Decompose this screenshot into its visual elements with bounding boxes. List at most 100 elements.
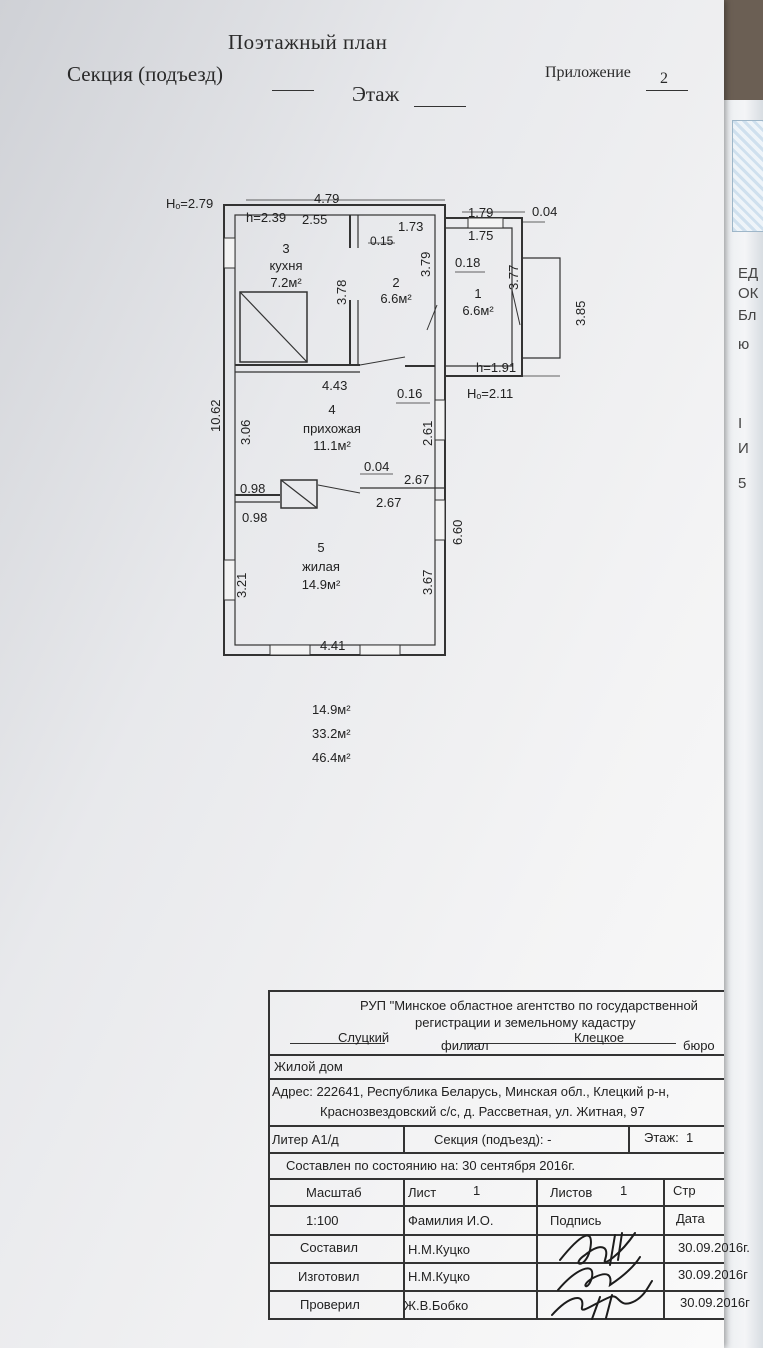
area-total: 46.4м² <box>312 750 351 765</box>
dim-label: 3.77 <box>506 265 521 290</box>
room-area: 14.9м² <box>302 577 341 592</box>
dim-label: 1.73 <box>398 219 423 234</box>
title-block: РУП "Минское областное агентство по госу… <box>268 990 750 1320</box>
dim-label: 2.67 <box>376 495 401 510</box>
room-name: кухня <box>269 258 302 273</box>
floor-value: 1 <box>686 1130 694 1145</box>
col-signature: Подпись <box>550 1213 602 1228</box>
sheet-value: 1 <box>473 1183 481 1198</box>
appendix-label: Приложение <box>545 64 631 81</box>
edge-text: ЕД <box>738 265 759 282</box>
row-role: Изготовил <box>298 1269 360 1284</box>
dim-label: 6.60 <box>450 520 465 545</box>
room-number: 3 <box>282 241 289 256</box>
dim-label: 1.79 <box>468 205 493 220</box>
room-name: прихожая <box>303 421 361 436</box>
col-page: Стр <box>673 1183 696 1198</box>
room-area: 6.6м² <box>462 303 494 318</box>
room-number: 5 <box>317 540 324 555</box>
bureau-label: бюро <box>683 1038 715 1053</box>
area-living: 14.9м² <box>312 702 351 717</box>
ho-right-label: Hₒ=2.11 <box>467 386 513 401</box>
section-value: Секция (подъезд): - <box>434 1132 552 1147</box>
row-date: 30.09.2016г <box>680 1295 750 1310</box>
room-area: 7.2м² <box>270 275 302 290</box>
section-label: Секция (подъезд) <box>67 62 224 86</box>
room-name: жилая <box>302 559 340 574</box>
dim-label: 0.98 <box>240 481 265 496</box>
state-date: Составлен по состоянию на: 30 сентября 2… <box>286 1158 575 1173</box>
row-role: Составил <box>300 1240 358 1255</box>
ceiling-height-label: h=1.91 <box>476 360 516 375</box>
walls <box>223 199 561 656</box>
dim-label: 1.75 <box>468 228 493 243</box>
edge-text: 5 <box>738 475 747 492</box>
col-sheets: Листов <box>550 1185 593 1200</box>
dim-label: 2.67 <box>404 472 429 487</box>
area-totals: 14.9м² 33.2м² 46.4м² <box>312 698 351 770</box>
bureau-name: Клецкое <box>574 1030 625 1045</box>
edge-text: І <box>738 415 743 432</box>
object-type: Жилой дом <box>274 1059 343 1074</box>
col-date: Дата <box>676 1211 705 1226</box>
ho-left-label: Hₒ=2.79 <box>166 196 213 211</box>
dim-label: 0.16 <box>397 386 422 401</box>
row-name: Ж.В.Бобко <box>404 1298 469 1313</box>
dim-label: 0.15 <box>370 234 394 248</box>
room-area: 6.6м² <box>380 291 412 306</box>
branch-name: Слуцкий <box>338 1030 390 1045</box>
dim-label: 3.78 <box>334 280 349 305</box>
dim-label: 3.06 <box>238 420 253 445</box>
address-line2: Краснозвездовский с/с, д. Рассветная, ул… <box>320 1104 645 1119</box>
room-number: 2 <box>392 275 399 290</box>
dim-label: 10.62 <box>208 399 223 432</box>
floor-label: Этаж: <box>644 1130 679 1145</box>
dim-label: 0.04 <box>532 204 557 219</box>
sheets-value: 1 <box>620 1183 628 1198</box>
handwritten-signatures <box>551 1232 653 1320</box>
edge-text: И <box>738 440 749 457</box>
edge-text: Бл <box>738 307 757 324</box>
room-area: 11.1м² <box>313 438 351 453</box>
dim-label: 2.55 <box>302 212 327 227</box>
row-name: Н.М.Куцко <box>408 1269 471 1284</box>
row-role: Проверил <box>300 1297 360 1312</box>
scale-value: 1:100 <box>306 1213 339 1228</box>
row-date: 30.09.2016г. <box>678 1240 750 1255</box>
dim-label: 3.79 <box>418 252 433 277</box>
edge-text: ю <box>738 336 750 353</box>
org-name-line1: РУП "Минское областное агентство по госу… <box>360 998 698 1013</box>
dim-label: 3.85 <box>573 301 588 326</box>
floor-plan-drawing: Hₒ=2.79 4.79 h=2.39 2.55 1.73 0.15 1.79 … <box>166 191 588 656</box>
dim-label: 0.98 <box>242 510 267 525</box>
dim-label: 3.67 <box>420 570 435 595</box>
dim-label: 4.79 <box>314 191 339 206</box>
page-title: Поэтажный план <box>228 30 388 54</box>
org-name-line2: регистрации и земельному кадастру <box>415 1015 636 1030</box>
adjacent-document-edge: ЕД ОК Бл ю І И 5 <box>718 100 763 1348</box>
appendix-blank <box>646 90 688 91</box>
floor-label: Этаж <box>352 82 400 106</box>
section-blank <box>272 90 314 91</box>
col-scale: Масштаб <box>306 1185 362 1200</box>
liter: Литер А1/д <box>272 1132 339 1147</box>
dim-label: 4.43 <box>322 378 347 393</box>
row-name: Н.М.Куцко <box>408 1242 471 1257</box>
branch-label: филиал <box>441 1038 489 1053</box>
dim-label: 3.21 <box>234 573 249 598</box>
col-sheet: Лист <box>408 1185 437 1200</box>
col-name: Фамилия И.О. <box>408 1213 494 1228</box>
ceiling-height-label: h=2.39 <box>246 210 286 225</box>
address-line1: Адрес: 222641, Республика Беларусь, Минс… <box>272 1084 670 1099</box>
dim-label: 0.18 <box>455 255 480 270</box>
room-number: 4 <box>328 402 335 417</box>
edge-text: ОК <box>738 285 759 302</box>
room-number: 1 <box>474 286 481 301</box>
dim-label: 0.04 <box>364 459 389 474</box>
appendix-number: 2 <box>660 70 668 87</box>
dim-label: 4.41 <box>320 638 345 653</box>
adjacent-stamp-pattern <box>732 120 763 232</box>
area-useful: 33.2м² <box>312 726 351 741</box>
floor-blank <box>414 106 466 107</box>
